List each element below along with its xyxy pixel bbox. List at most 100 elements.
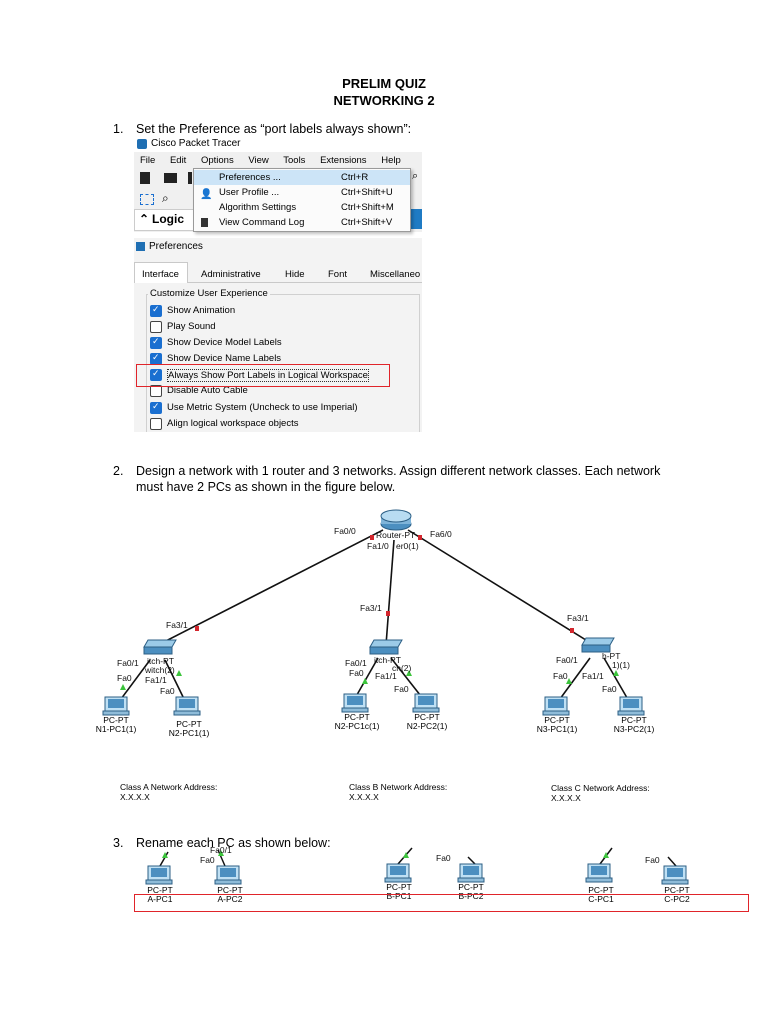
link-markers xyxy=(120,535,619,690)
port-marker xyxy=(566,678,572,684)
port-label: Fa0/1 xyxy=(210,845,232,855)
new-file-icon[interactable] xyxy=(140,172,150,184)
menu-item-preferences[interactable]: Preferences ... Ctrl+R xyxy=(194,170,410,185)
switch-icon xyxy=(369,639,403,655)
port-label: Fa0 xyxy=(645,855,660,865)
pc-port-label: Fa0 xyxy=(349,668,364,678)
option-label: Use Metric System (Uncheck to use Imperi… xyxy=(167,402,358,413)
menu-view[interactable]: View xyxy=(248,155,269,166)
play-sound-checkbox[interactable] xyxy=(150,321,162,333)
switch-port-label: Fa1/1 xyxy=(375,671,397,681)
port-marker xyxy=(362,678,368,684)
menu-item-shortcut: Ctrl+Shift+V xyxy=(341,217,393,228)
pc-icon xyxy=(102,696,130,716)
port-marker xyxy=(370,535,374,540)
open-folder-icon[interactable] xyxy=(164,173,177,183)
title-bar: Cisco Packet Tracer xyxy=(134,137,422,152)
pc-icon xyxy=(412,693,440,713)
align-objects-checkbox[interactable] xyxy=(150,418,162,430)
show-animation-checkbox[interactable] xyxy=(150,304,162,317)
menu-tools[interactable]: Tools xyxy=(283,155,306,166)
class-label: Class C Network Address: xyxy=(551,783,650,793)
tab-font[interactable]: Font xyxy=(328,269,348,280)
pc-name-label: N3-PC1(1) xyxy=(536,724,578,734)
user-profile-icon: 👤 xyxy=(200,189,213,200)
option-label: Show Animation xyxy=(167,305,236,316)
app-icon xyxy=(137,139,147,149)
switch-name-label: 1)(1) xyxy=(612,660,630,670)
port-marker xyxy=(418,535,422,540)
port-label: Fa0 xyxy=(436,853,451,863)
options-dropdown: Preferences ... Ctrl+R 👤 User Profile ..… xyxy=(193,168,411,232)
switch-port-label: Fa0/1 xyxy=(117,658,139,668)
switch-name-label: ch(2) xyxy=(392,663,412,673)
network-topology-diagram xyxy=(102,509,645,716)
menu-item-algorithm-settings[interactable]: Algorithm Settings Ctrl+Shift+M xyxy=(194,200,410,215)
menu-edit[interactable]: Edit xyxy=(169,155,187,166)
pc-port-label: Fa0 xyxy=(394,684,409,694)
uplink-port-label: Fa3/1 xyxy=(166,620,188,630)
command-log-icon xyxy=(201,218,208,227)
menu-item-label: User Profile ... xyxy=(219,187,280,198)
pc-name-label: N2-PC2(1) xyxy=(406,721,448,731)
menu-bar: File Edit Options View Tools Extensions … xyxy=(140,155,413,166)
tab-interface[interactable] xyxy=(134,262,188,283)
menu-help[interactable]: Help xyxy=(381,155,401,166)
pc-name-label: A-PC2 xyxy=(217,894,243,904)
switch-port-label: Fa1/1 xyxy=(582,671,604,681)
show-device-model-labels-checkbox[interactable] xyxy=(150,336,162,349)
pc-icon xyxy=(617,696,645,716)
zoom-icon[interactable]: ⌕ xyxy=(162,191,169,205)
tab-hide[interactable]: Hide xyxy=(285,269,305,280)
select-icon[interactable] xyxy=(140,194,154,205)
switch-model-label: itch-PT xyxy=(147,656,174,666)
switch-port-label: Fa0/1 xyxy=(556,655,578,665)
logical-icon: ⌃ xyxy=(139,212,150,226)
pc-icon xyxy=(214,865,242,885)
pc-model-label: PC-PT xyxy=(386,882,412,892)
port-label: Fa0 xyxy=(200,855,215,865)
always-show-port-labels-checkbox[interactable] xyxy=(150,368,162,381)
tab-miscellaneous[interactable]: Miscellaneo xyxy=(370,269,421,280)
pc-name-label: B-PC2 xyxy=(458,891,484,901)
router-icon xyxy=(380,509,412,531)
preferences-screenshot: Preferences Customize User Experience xyxy=(134,238,422,432)
pc-port-label: Fa0 xyxy=(117,673,132,683)
class-label: Class B Network Address: xyxy=(349,782,448,792)
port-labels-highlight xyxy=(136,364,390,387)
menu-item-user-profile[interactable]: 👤 User Profile ... Ctrl+Shift+U xyxy=(194,185,410,200)
pc-name-label: B-PC1 xyxy=(386,891,412,901)
menu-item-label: Preferences ... xyxy=(219,172,281,183)
menu-item-shortcut: Ctrl+Shift+M xyxy=(341,202,394,213)
zoom-in-icon[interactable]: ⌕ xyxy=(412,170,419,182)
question-text: Set the Preference as “port labels alway… xyxy=(136,122,412,136)
router-port-label: Fa6/0 xyxy=(430,529,452,539)
class-b-box: Class B Network Address: X.X.X.X xyxy=(349,782,447,802)
pc-model-label: PC-PT xyxy=(344,712,370,722)
menu-file[interactable]: File xyxy=(140,155,156,166)
class-label: Class A Network Address: xyxy=(120,782,218,792)
option-label: Show Device Name Labels xyxy=(167,353,282,364)
quiz-title: PRELIM QUIZ xyxy=(342,76,426,91)
pc-model-label: PC-PT xyxy=(103,715,129,725)
pc-port-label: Fa0 xyxy=(553,671,568,681)
use-metric-system-checkbox[interactable] xyxy=(150,401,162,414)
pc-icon xyxy=(341,693,369,713)
link-switch-b-pc1 xyxy=(353,657,379,701)
tab-interface-label[interactable]: Interface xyxy=(142,269,179,280)
link-switch-b-pc2 xyxy=(390,657,425,701)
preferences-title: Preferences xyxy=(149,241,203,252)
menu-extensions[interactable]: Extensions xyxy=(320,155,367,166)
pc-name-label: C-PC2 xyxy=(664,894,690,904)
link-switch-a-pc2 xyxy=(164,659,187,704)
disable-auto-cable-checkbox[interactable] xyxy=(150,385,162,397)
save-icon[interactable] xyxy=(188,172,192,184)
menu-item-view-command-log[interactable]: View Command Log Ctrl+Shift+V xyxy=(194,215,410,230)
menu-options[interactable]: Options xyxy=(200,155,234,166)
port-marker xyxy=(195,626,199,631)
pc-model-label: PC-PT xyxy=(176,719,202,729)
switch-icon xyxy=(581,637,615,653)
tab-administrative[interactable]: Administrative xyxy=(201,269,261,280)
port-marker xyxy=(613,670,619,676)
logical-tab[interactable]: ⌃ Logic xyxy=(134,209,196,231)
